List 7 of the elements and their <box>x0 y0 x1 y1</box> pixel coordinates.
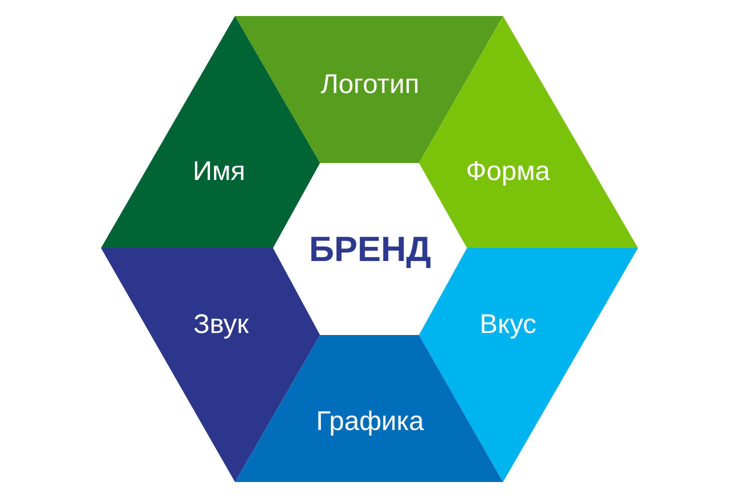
center-title: БРЕНД <box>308 230 432 270</box>
segment-label: Логотип <box>320 70 420 100</box>
segment-label: Вкус <box>480 310 536 340</box>
segment-label: Форма <box>466 157 550 187</box>
segment-label: Имя <box>192 157 246 187</box>
segment-label: Звук <box>193 310 249 340</box>
segment-label: Графика <box>316 407 424 437</box>
